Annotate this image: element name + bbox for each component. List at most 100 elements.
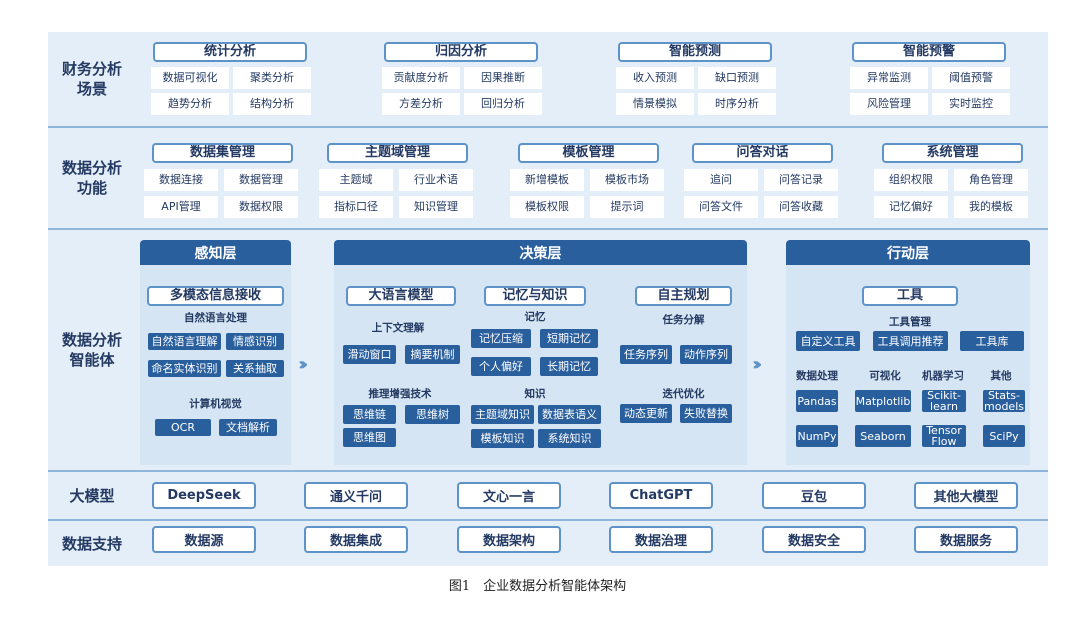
cv-item: OCR: [155, 419, 211, 436]
library-item: Scikit- learn: [922, 390, 966, 412]
function-item: 行业术语: [399, 169, 473, 191]
finance-item: 聚类分析: [233, 67, 311, 89]
task-item: 任务序列: [620, 345, 672, 364]
function-item: 我的模板: [954, 196, 1028, 218]
memory-item: 个人偏好: [471, 357, 531, 376]
library-item: Seaborn: [855, 425, 911, 447]
knowledge-item: 主题域知识: [471, 405, 534, 424]
function-item: 数据管理: [224, 169, 298, 191]
knowledge-item: 系统知识: [538, 429, 601, 448]
memory-title: 记忆: [524, 310, 546, 323]
tool-category: 其他: [990, 369, 1012, 382]
memory-module: 记忆与知识: [484, 286, 586, 306]
finance-item: 贡献度分析: [382, 67, 460, 89]
flow-arrow-icon: ›››: [298, 354, 309, 375]
multimodal-module: 多模态信息接收: [147, 286, 284, 306]
knowledge-item: 数据表语义: [538, 405, 601, 424]
function-item: 组织权限: [874, 169, 948, 191]
divider: [48, 519, 1048, 521]
function-item: 追问: [684, 169, 758, 191]
task-title: 任务分解: [662, 313, 705, 326]
finance-item: 情景模拟: [616, 93, 694, 115]
memory-item: 长期记忆: [540, 357, 598, 376]
function-item: 主题域: [319, 169, 393, 191]
nlp-item: 自然语言理解: [148, 333, 221, 350]
function-item: 问答收藏: [764, 196, 838, 218]
action-layer-header: 行动层: [786, 240, 1030, 265]
row-label-agent: 数据分析 智能体: [61, 331, 122, 369]
function-item: 提示词: [590, 196, 664, 218]
llm-item: 通义千问: [304, 482, 408, 509]
function-item: API管理: [144, 196, 218, 218]
function-item: 模板市场: [590, 169, 664, 191]
reasoning-title: 推理增强技术: [368, 387, 432, 400]
function-item: 数据连接: [144, 169, 218, 191]
finance-item: 异常监测: [850, 67, 928, 89]
iteration-title: 迭代优化: [662, 387, 705, 400]
reasoning-item: 思维图: [343, 428, 396, 447]
finance-group-title: 统计分析: [153, 42, 307, 62]
context-title: 上下文理解: [371, 321, 425, 334]
finance-item: 结构分析: [233, 93, 311, 115]
finance-item: 时序分析: [698, 93, 776, 115]
support-item: 数据源: [152, 526, 256, 553]
finance-item: 缺口预测: [698, 67, 776, 89]
llm-item: DeepSeek: [152, 482, 256, 509]
llm-item: 豆包: [762, 482, 866, 509]
function-item: 角色管理: [954, 169, 1028, 191]
knowledge-item: 模板知识: [471, 429, 534, 448]
memory-item: 记忆压缩: [471, 329, 531, 348]
tool-category: 数据处理: [796, 369, 838, 382]
tools-module: 工具: [862, 286, 958, 306]
support-item: 数据架构: [457, 526, 561, 553]
finance-item: 因果推断: [464, 67, 542, 89]
decision-layer-header: 决策层: [334, 240, 747, 265]
tool-mgmt-title: 工具管理: [889, 315, 931, 328]
divider: [48, 470, 1048, 472]
context-item: 摘要机制: [405, 345, 460, 364]
finance-item: 实时监控: [932, 93, 1010, 115]
function-group-title: 问答对话: [692, 143, 833, 163]
support-item: 数据治理: [609, 526, 713, 553]
function-group-title: 系统管理: [882, 143, 1023, 163]
iteration-item: 动态更新: [620, 404, 672, 423]
task-item: 动作序列: [680, 345, 732, 364]
llm-module: 大语言模型: [346, 286, 456, 306]
library-item: SciPy: [983, 425, 1025, 447]
reasoning-item: 思维链: [343, 405, 396, 424]
finance-item: 阈值预警: [932, 67, 1010, 89]
library-item: NumPy: [796, 425, 838, 447]
divider: [48, 126, 1048, 128]
row-label-functions: 数据分析 功能: [61, 159, 122, 197]
planning-module: 自主规划: [635, 286, 732, 306]
row-label-support: 数据支持: [61, 534, 122, 553]
function-item: 数据权限: [224, 196, 298, 218]
nlp-title: 自然语言处理: [184, 311, 247, 324]
tool-mgmt-item: 自定义工具: [796, 331, 860, 351]
cv-title: 计算机视觉: [189, 397, 242, 410]
iteration-item: 失败替换: [680, 404, 732, 423]
finance-item: 收入预测: [616, 67, 694, 89]
finance-group-title: 智能预警: [852, 42, 1006, 62]
support-item: 数据安全: [762, 526, 866, 553]
function-item: 模板权限: [510, 196, 584, 218]
finance-item: 回归分析: [464, 93, 542, 115]
function-item: 知识管理: [399, 196, 473, 218]
tool-mgmt-item: 工具库: [960, 331, 1024, 351]
reasoning-item: 思维树: [405, 405, 460, 424]
library-item: Matplotlib: [855, 390, 911, 412]
llm-item: ChatGPT: [609, 482, 713, 509]
function-group-title: 数据集管理: [152, 143, 293, 163]
support-item: 数据集成: [304, 526, 408, 553]
finance-item: 数据可视化: [151, 67, 229, 89]
finance-group-title: 归因分析: [384, 42, 538, 62]
function-item: 指标口径: [319, 196, 393, 218]
function-item: 新增模板: [510, 169, 584, 191]
row-label-llm: 大模型: [69, 486, 115, 505]
row-label-finance: 财务分析 场景: [61, 60, 122, 98]
cv-item: 文档解析: [219, 419, 277, 436]
finance-item: 方差分析: [382, 93, 460, 115]
function-item: 问答记录: [764, 169, 838, 191]
memory-item: 短期记忆: [540, 329, 598, 348]
tool-category: 机器学习: [922, 369, 964, 382]
